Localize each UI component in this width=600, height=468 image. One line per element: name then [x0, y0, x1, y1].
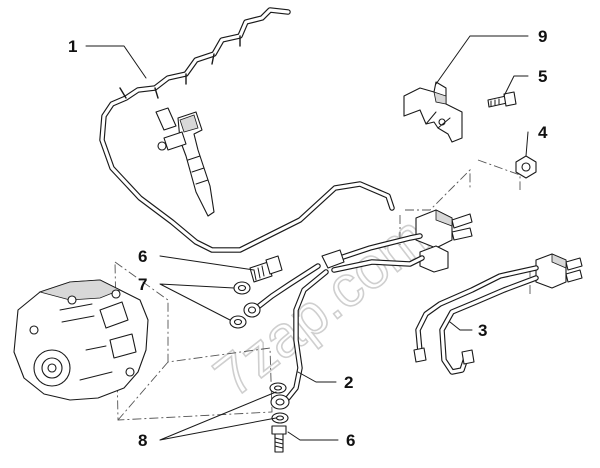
banjo-bolt-lower	[271, 425, 287, 453]
callout-1: 1	[68, 37, 77, 56]
fuel-return-line	[99, 7, 395, 253]
callout-4: 4	[538, 123, 548, 142]
sealing-washer-upper	[233, 281, 251, 295]
banjo-bolt-upper	[249, 255, 283, 283]
screw	[487, 91, 517, 108]
banjo-fitting-lower	[270, 394, 290, 410]
rail-junction-right	[535, 253, 583, 289]
high-pressure-pump	[13, 279, 149, 401]
fuel-injector	[155, 107, 215, 217]
callout-5: 5	[538, 67, 547, 86]
watermark: 7zap.com	[202, 204, 440, 410]
line-fitting	[243, 302, 261, 318]
callout-6-lower: 6	[346, 431, 355, 450]
leader-lines	[85, 35, 529, 441]
sealing-washer-8a	[269, 382, 287, 394]
callout-6-upper: 6	[138, 247, 147, 266]
reference-outlines	[114, 159, 531, 421]
fuel-line-3	[413, 265, 539, 375]
callout-labels: 1 2 3 4 5 6 6 7 8 9	[68, 27, 548, 450]
callout-2: 2	[344, 373, 353, 392]
callout-3: 3	[478, 321, 487, 340]
bracket	[403, 81, 463, 143]
callout-9: 9	[538, 27, 547, 46]
sealing-washer-lower	[229, 315, 247, 329]
callout-8: 8	[138, 431, 147, 450]
nut	[515, 155, 537, 179]
rail-junction-upper	[415, 209, 473, 273]
callout-7: 7	[138, 275, 147, 294]
high-pressure-line	[251, 233, 425, 401]
